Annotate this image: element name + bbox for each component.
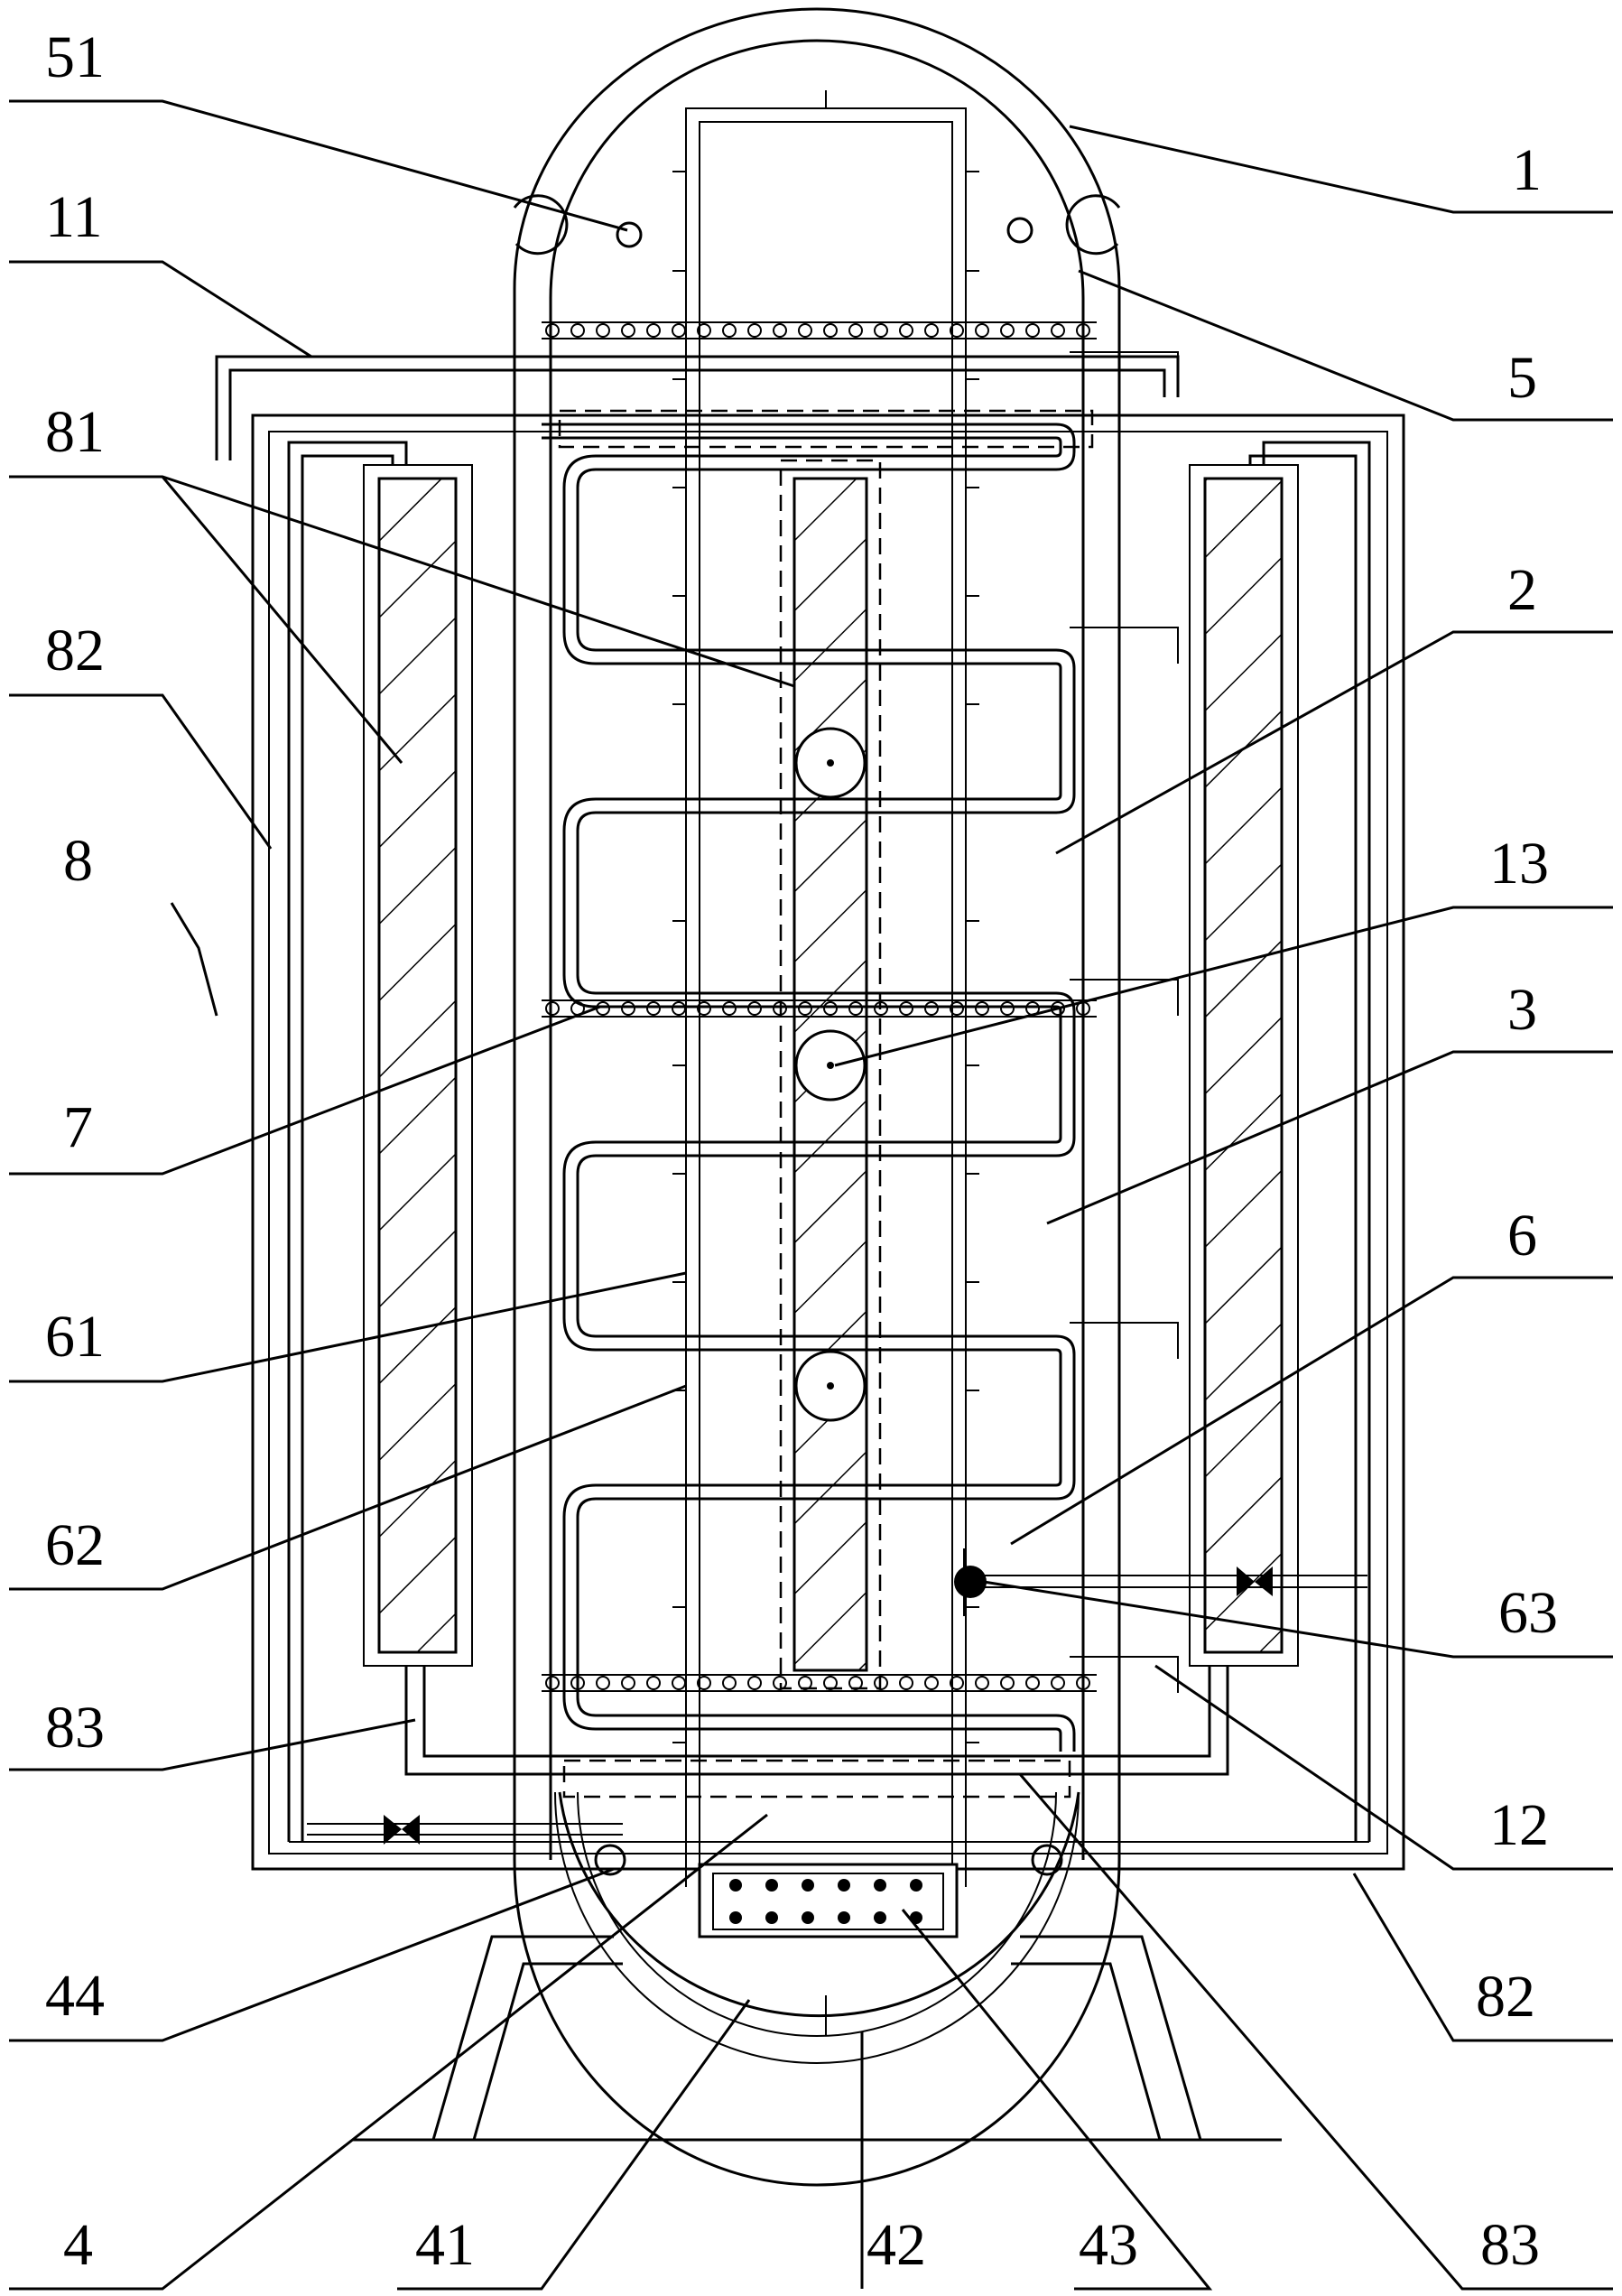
label-11: 11 [45, 184, 103, 250]
label-61: 61 [45, 1304, 105, 1370]
nozzle-block-43 [698, 1863, 959, 1938]
label-82-bottom: 82 [1476, 1964, 1535, 2030]
sensor-63 [954, 1566, 987, 1598]
label-1: 1 [1512, 137, 1542, 203]
label-83-left: 83 [45, 1695, 105, 1761]
label-3: 3 [1507, 977, 1537, 1043]
perforated-plates [542, 321, 1097, 1692]
label-2: 2 [1507, 557, 1537, 623]
label-51: 51 [45, 24, 105, 90]
label-13: 13 [1489, 831, 1549, 897]
label-41: 41 [415, 2212, 475, 2278]
plate-holes-bottom [545, 1676, 1090, 1690]
pipe-stubs [1070, 351, 1179, 1693]
label-12: 12 [1489, 1792, 1549, 1858]
valves [307, 1548, 1367, 1845]
dashed-headers [558, 409, 1094, 1799]
central-column [779, 459, 882, 1690]
callout-labels: 51 1 11 5 81 2 82 8 13 3 7 6 61 62 63 83… [45, 24, 1558, 2278]
label-7: 7 [63, 1094, 93, 1160]
label-44: 44 [45, 1963, 105, 2029]
valve-icon [1237, 1566, 1273, 1596]
label-63: 63 [1498, 1580, 1558, 1646]
base-stand [352, 1935, 1282, 2142]
label-4: 4 [63, 2212, 93, 2278]
label-82-top: 82 [45, 618, 105, 683]
label-83-bottom: 83 [1480, 2212, 1540, 2278]
top-cross-frame [685, 90, 967, 325]
leader-lines [9, 99, 1613, 2291]
label-8: 8 [63, 828, 93, 894]
bottom-section [558, 1791, 1080, 2036]
outer-jacket [215, 355, 1405, 1871]
label-5: 5 [1507, 345, 1537, 411]
label-43: 43 [1079, 2212, 1138, 2278]
inner-rods [672, 171, 979, 1887]
label-81: 81 [45, 399, 105, 465]
valve-icon [384, 1815, 420, 1845]
plate-holes-top [545, 323, 1090, 338]
top-lugs [513, 194, 1121, 256]
label-6: 6 [1507, 1203, 1537, 1269]
label-42: 42 [867, 2212, 926, 2278]
label-62: 62 [45, 1512, 105, 1578]
